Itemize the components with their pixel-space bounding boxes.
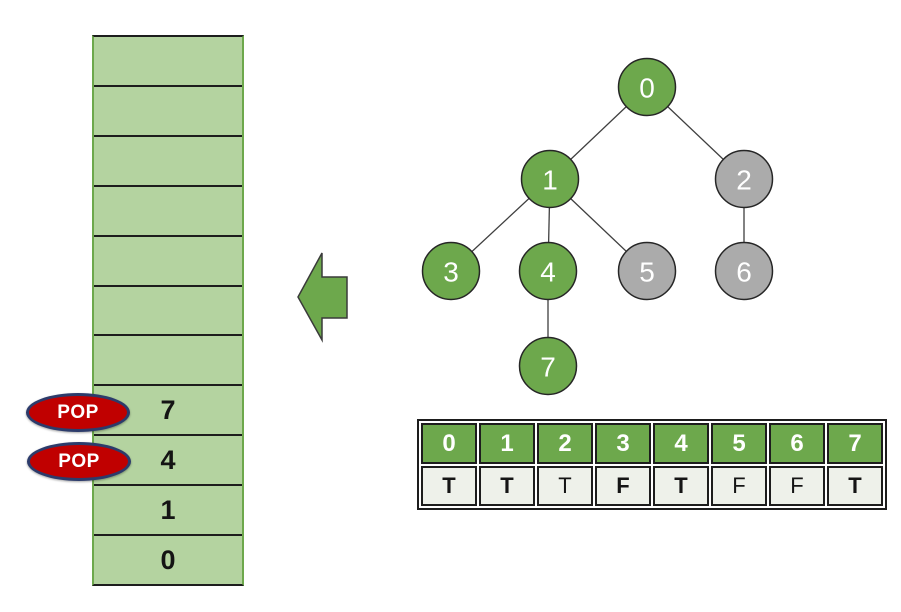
stack-value: 0 [160,544,176,575]
tree-node-0 [617,57,677,117]
visited-table-header-cell: 1 [479,423,535,464]
tree-node-label: 0 [639,73,655,104]
tree-edges [450,86,745,366]
visited-table-value-cell: T [653,466,709,506]
stack-value: 4 [160,444,176,475]
tree-node-label: 6 [736,257,752,288]
stack: 7 4 1 0 [92,35,244,586]
stack-row [94,87,242,137]
stack-row: 7 [94,386,242,437]
tree-node-2 [714,149,774,209]
tree-node-label: 2 [736,165,752,196]
visited-table-header-cell: 7 [827,423,883,464]
stack-row [94,287,242,337]
tree-node-3 [421,241,481,301]
tree-node-label: 1 [542,165,558,196]
tree-node-6 [714,241,774,301]
visited-table-value-cell: T [827,466,883,506]
stack-row [94,137,242,187]
tree-node-label: 4 [540,257,556,288]
visited-table-header-cell: 0 [421,423,477,464]
stack-row: 4 [94,436,242,487]
tree-node-1 [520,149,580,209]
visited-table-value-cell: T [421,466,477,506]
visited-table-value-cell: F [769,466,825,506]
pop-badge-label: POP [58,450,100,472]
left-arrow-icon [297,252,348,343]
pop-badge-label: POP [57,401,99,423]
visited-table-header-cell: 6 [769,423,825,464]
tree-node-label: 5 [639,257,655,288]
stack-row [94,37,242,87]
visited-table-header-cell: 4 [653,423,709,464]
stack-row [94,187,242,237]
pop-badge-top: POP [26,393,130,432]
visited-table-value-cell: T [537,466,593,506]
pop-badge-bottom: POP [27,442,131,481]
tree-node-4 [518,241,578,301]
visited-table-value-cell: T [479,466,535,506]
visited-table-header-cell: 5 [711,423,767,464]
tree-node-7 [518,336,578,396]
stack-value: 1 [160,494,176,525]
stack-row [94,237,242,287]
visited-table-value-cell: F [595,466,651,506]
stack-row: 1 [94,486,242,537]
visited-table-value-cell: F [711,466,767,506]
visited-table-header-cell: 2 [537,423,593,464]
stack-row: 0 [94,536,242,584]
stack-value: 7 [160,394,176,425]
visited-table-header-cell: 3 [595,423,651,464]
tree-nodes: 0 1 2 3 4 5 6 7 [421,57,774,396]
tree-node-label: 7 [540,352,556,383]
tree-node-label: 3 [443,257,459,288]
tree-node-5 [617,241,677,301]
stack-row [94,336,242,387]
